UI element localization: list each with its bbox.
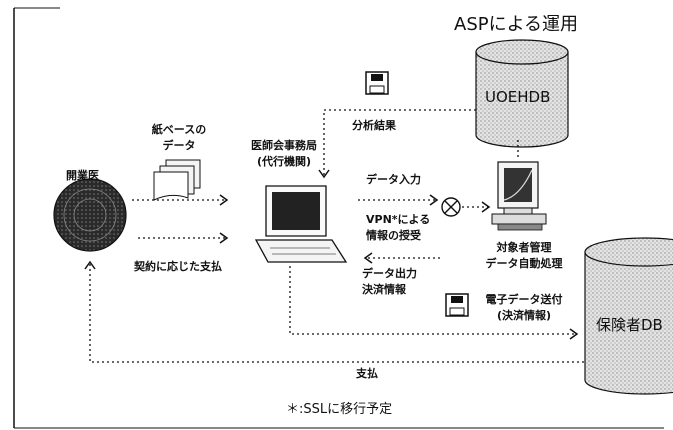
arrowhead [569,328,579,340]
footnote: ＊:SSLに移行予定 [286,402,393,417]
insurer-db-cylinder [584,237,673,395]
paper-data-label-line1: 紙ベースの [151,123,207,136]
e-data-send-label-line1: 電子データ送付 [485,293,563,306]
vpn-label-line1: VPN*による [366,213,431,226]
floppy-disk-icon [445,293,469,317]
association-label-line1: 医師会事務局 [251,139,317,152]
page-title: ASPによる運用 [454,14,579,35]
arrowhead [219,232,229,244]
e-data-send-label-line2: (決済情報) [496,309,552,322]
arrowhead [363,252,373,264]
uoehdb-label: UOEHDB [485,88,551,106]
association-label-line2: (代行機関) [256,155,312,168]
association-label: 医師会事務局 (代行機関) [244,138,324,170]
analysis-result-label: 分析結果 [352,119,396,132]
frame [13,7,664,429]
insurer-db-label: 保険者DB [596,316,663,334]
globe-icon [53,178,127,252]
arrowhead [318,169,330,179]
payment-label: 支払 [356,367,378,380]
clinic-label: 開業医 [66,169,99,182]
laptop-icon [254,185,348,263]
vpn-label: VPN*による 情報の授受 [366,212,430,244]
floppy-disk-icon [365,71,389,95]
vpn-cross-circle-icon [441,197,461,217]
processing-label-line2: データ自動処理 [485,257,563,270]
computer-icon [491,161,547,231]
arrow-analysis-result [323,109,476,176]
arrowhead [84,260,96,270]
arrow-payment [89,262,584,363]
uoehdb-cylinder [475,39,569,148]
paper-data-label-line2: データ [162,139,196,152]
data-output-label: データ出力 決済情報 [362,266,417,298]
paper-documents-icon [153,159,201,201]
vpn-label-line2: 情報の授受 [366,229,421,242]
processing-label-line1: 対象者管理 [496,241,552,254]
arrowhead [219,194,229,206]
e-data-send-label: 電子データ送付 (決済情報) [474,292,574,324]
processing-label: 対象者管理 データ自動処理 [476,240,572,272]
data-input-label: データ入力 [366,173,421,186]
data-output-label-line2: 決済情報 [362,283,406,296]
arrowhead [481,201,491,213]
contract-payment-label: 契約に応じた支払 [134,260,222,273]
arrowhead [429,194,439,206]
paper-data-label: 紙ベースの データ [144,122,214,154]
data-output-label-line1: データ出力 [362,267,417,280]
